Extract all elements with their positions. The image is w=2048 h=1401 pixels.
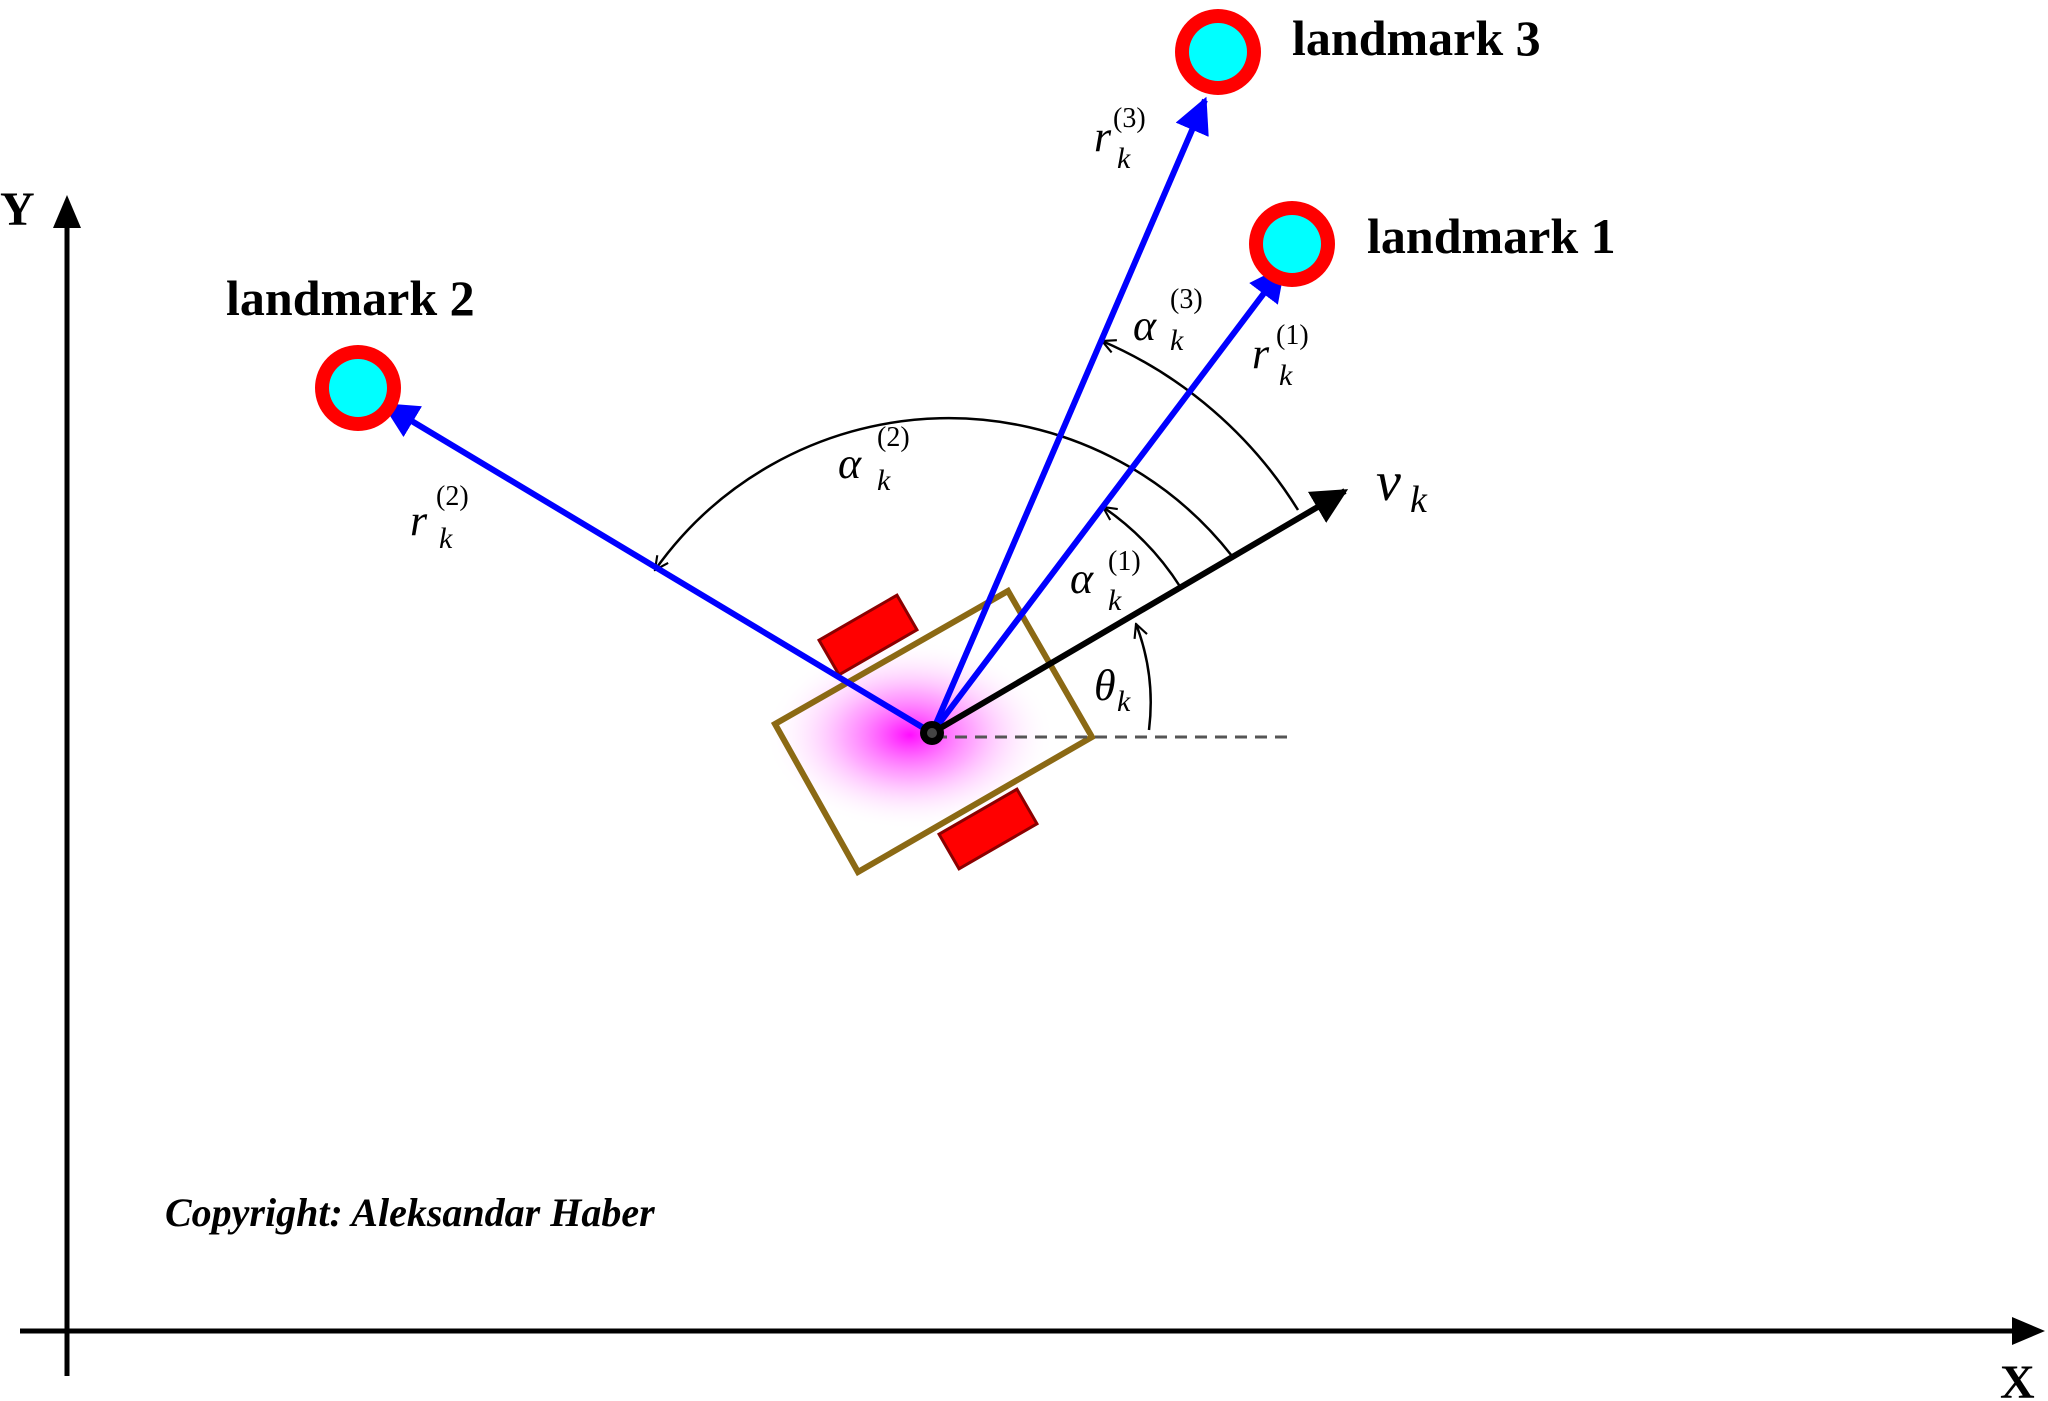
r1-symbol: r xyxy=(1252,329,1270,378)
alpha1-symbol: α xyxy=(1070,554,1094,603)
y-axis-label: Y xyxy=(0,183,35,236)
x-axis-label: X xyxy=(2000,1356,2035,1401)
landmark-1-core xyxy=(1263,215,1321,273)
velocity-symbol: v xyxy=(1376,451,1401,513)
range-vector-3 xyxy=(929,96,1209,735)
alpha2-symbol: α xyxy=(838,439,862,488)
x-axis-arrowhead xyxy=(2012,1317,2045,1345)
landmark-3-core xyxy=(1189,23,1247,81)
math-labels: r (3) k r (1) k r (2) k α (3) k α (2) k … xyxy=(410,103,1428,718)
theta-arc xyxy=(1136,624,1152,731)
alpha2-subscript: k xyxy=(877,464,891,497)
landmark-2-core xyxy=(329,359,387,417)
r2-symbol: r xyxy=(410,496,428,545)
robot-center-highlight xyxy=(927,728,937,738)
angle-arcs xyxy=(655,341,1300,731)
copyright-notice: Copyright: Aleksandar Haber xyxy=(165,1190,655,1235)
y-axis-arrowhead xyxy=(53,195,81,228)
alpha1-subscript: k xyxy=(1108,584,1122,617)
r2-superscript: (2) xyxy=(436,481,469,512)
alpha3-subscript: k xyxy=(1170,324,1184,357)
alpha1-superscript: (1) xyxy=(1108,546,1141,577)
alpha2-superscript: (2) xyxy=(877,422,910,453)
range-vectors xyxy=(381,96,1286,736)
range-vector-1 xyxy=(929,265,1286,735)
r1-superscript: (1) xyxy=(1276,320,1309,351)
alpha3-superscript: (3) xyxy=(1170,284,1203,315)
landmark-3-label: landmark 3 xyxy=(1292,10,1541,66)
robot-wheel-top xyxy=(816,593,920,677)
r3-symbol: r xyxy=(1094,112,1112,161)
velocity-subscript: k xyxy=(1410,479,1428,521)
coordinate-axes: Y X xyxy=(0,183,2045,1401)
r3-subscript: k xyxy=(1117,142,1131,175)
r2-subscript: k xyxy=(439,522,453,555)
range-vector-2 xyxy=(381,402,934,736)
theta-symbol: θ xyxy=(1094,661,1116,710)
robot-wheel-bottom xyxy=(936,787,1040,871)
landmarks: landmark 3 landmark 1 landmark 2 xyxy=(226,9,1616,431)
robot xyxy=(765,586,1097,877)
alpha3-symbol: α xyxy=(1133,301,1157,350)
alpha-2-arc xyxy=(655,416,1233,570)
robot-body xyxy=(770,586,1097,877)
theta-subscript: k xyxy=(1117,685,1131,718)
landmark-1-label: landmark 1 xyxy=(1367,208,1616,264)
r3-superscript: (3) xyxy=(1113,103,1146,134)
alpha-3-arc xyxy=(1102,341,1300,511)
alpha-1-arc xyxy=(1103,507,1183,589)
r1-subscript: k xyxy=(1279,359,1293,392)
velocity-vector xyxy=(930,488,1349,736)
landmark-2-label: landmark 2 xyxy=(226,270,475,326)
